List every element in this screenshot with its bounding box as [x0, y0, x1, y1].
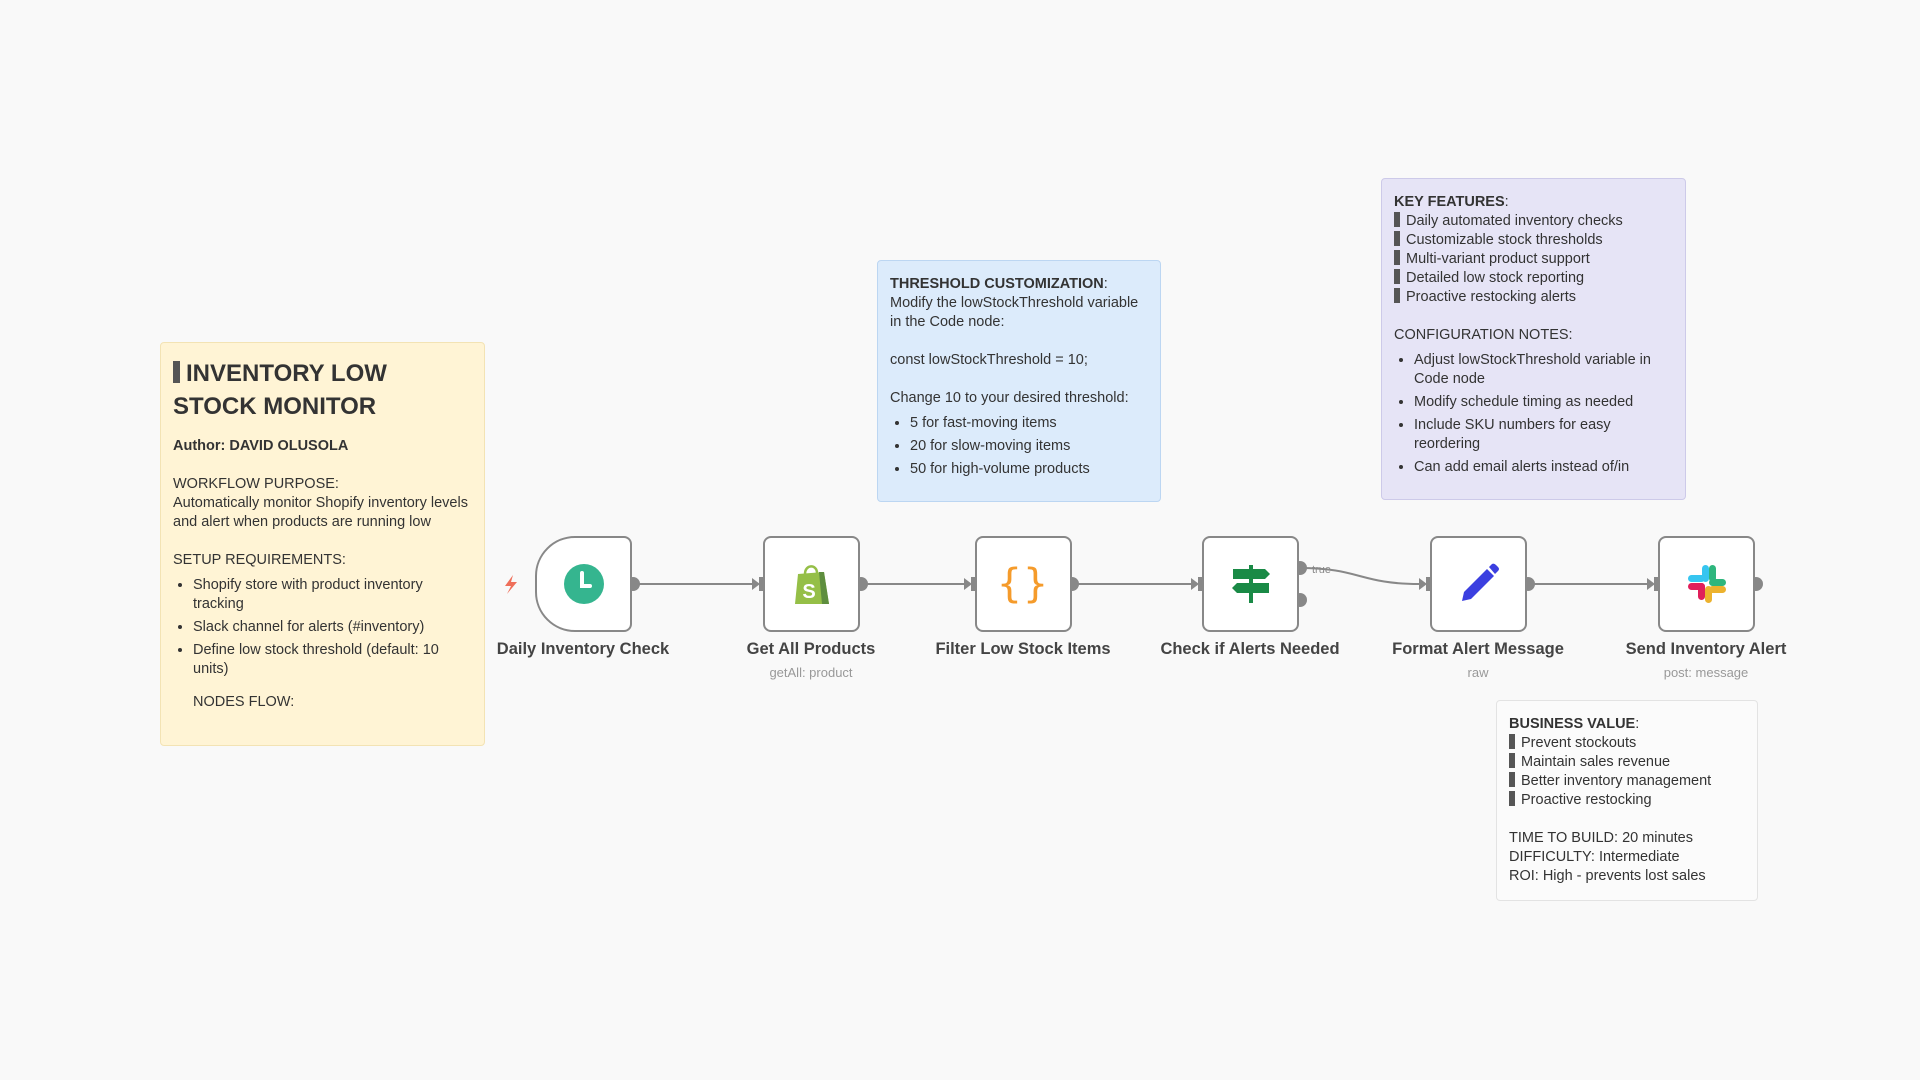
note-title: BUSINESS VALUE: [1509, 716, 1640, 732]
list-item: Better inventory management [1509, 772, 1745, 791]
clock-icon [563, 564, 604, 604]
sticky-note-overview[interactable]: INVENTORY LOW STOCK MONITOR Author: DAVI… [160, 342, 485, 746]
node-label: Check if Alerts Needed [1160, 640, 1340, 658]
list-item: Multi-variant product support [1394, 250, 1673, 269]
roi: ROI: High - prevents lost sales [1509, 868, 1706, 884]
list-item: Maintain sales revenue [1509, 753, 1745, 772]
list-item: 50 for high-volume products [910, 460, 1148, 479]
difficulty: DIFFICULTY: Intermediate [1509, 849, 1680, 865]
list-item: Slack channel for alerts (#inventory) [193, 618, 472, 637]
node-label: Send Inventory Alert [1625, 640, 1787, 658]
purpose-text: Automatically monitor Shopify inventory … [173, 495, 468, 530]
list-item: Customizable stock thresholds [1394, 231, 1673, 250]
arrow [752, 578, 760, 590]
node-label: Filter Low Stock Items [935, 640, 1111, 658]
note-title: THRESHOLD CUSTOMIZATION: [890, 276, 1108, 292]
note-title: INVENTORY LOW STOCK MONITOR [173, 360, 387, 420]
list-item: Detailed low stock reporting [1394, 269, 1673, 288]
edge-label-true: true [1312, 564, 1331, 576]
sticky-note-business[interactable]: BUSINESS VALUE: Prevent stockouts Mainta… [1496, 700, 1758, 901]
pencil-icon [1461, 563, 1499, 601]
list-item: Shopify store with product inventory tra… [193, 576, 472, 614]
signpost-icon [1231, 565, 1270, 603]
config-heading: CONFIGURATION NOTES: [1394, 327, 1573, 343]
list-item: Can add email alerts instead of/in [1414, 458, 1673, 477]
node-get-all-products[interactable]: S [763, 536, 860, 632]
arrow [1419, 578, 1427, 590]
author: Author: DAVID OLUSOLA [173, 438, 349, 454]
svg-text:S: S [802, 581, 815, 603]
note-title: KEY FEATURES: [1394, 194, 1509, 210]
code-braces-icon: {} [997, 561, 1050, 607]
list-item: Daily automated inventory checks [1394, 212, 1673, 231]
node-daily-inventory-check[interactable] [535, 536, 632, 632]
node-subtitle: raw [1467, 665, 1489, 680]
node-filter-low-stock-items[interactable]: {} [975, 536, 1072, 632]
sticky-note-threshold[interactable]: THRESHOLD CUSTOMIZATION: Modify the lowS… [877, 260, 1161, 502]
node-format-alert-message[interactable] [1430, 536, 1527, 632]
time-to-build: TIME TO BUILD: 20 minutes [1509, 830, 1693, 846]
shopify-icon: S [794, 565, 829, 604]
trigger-bolt-icon [505, 575, 517, 594]
node-send-inventory-alert[interactable] [1658, 536, 1755, 632]
list-item: Prevent stockouts [1509, 734, 1745, 753]
arrow [964, 578, 972, 590]
list-item: Define low stock threshold (default: 10 … [193, 641, 472, 679]
arrow [1191, 578, 1199, 590]
node-label: Daily Inventory Check [496, 640, 670, 658]
node-check-if-alerts-needed[interactable] [1202, 536, 1299, 632]
setup-heading: SETUP REQUIREMENTS: [173, 552, 346, 568]
list-item: Proactive restocking [1509, 791, 1745, 810]
list-item: Modify schedule timing as needed [1414, 393, 1673, 412]
list-item: Proactive restocking alerts [1394, 288, 1673, 307]
node-label: Format Alert Message [1392, 640, 1564, 658]
purpose-heading: WORKFLOW PURPOSE: [173, 476, 339, 492]
arrow [1647, 578, 1655, 590]
code-line: const lowStockThreshold = 10; [890, 352, 1088, 368]
list-item: 20 for slow-moving items [910, 437, 1148, 456]
note-text: Modify the lowStockThreshold variable in… [890, 295, 1139, 330]
list-item: Adjust lowStockThreshold variable in Cod… [1414, 351, 1673, 389]
node-subtitle: getAll: product [769, 665, 853, 680]
list-item: 5 for fast-moving items [910, 414, 1148, 433]
sticky-note-features[interactable]: KEY FEATURES: Daily automated inventory … [1381, 178, 1686, 500]
list-item: Include SKU numbers for easy reordering [1414, 416, 1673, 454]
edge-4-true [1298, 567, 1420, 585]
node-subtitle: post: message [1663, 665, 1749, 680]
note-text: Change 10 to your desired threshold: [890, 390, 1129, 406]
node-label: Get All Products [746, 640, 876, 658]
nodes-flow-heading: NODES FLOW: [193, 694, 295, 710]
slack-icon [1687, 565, 1726, 603]
